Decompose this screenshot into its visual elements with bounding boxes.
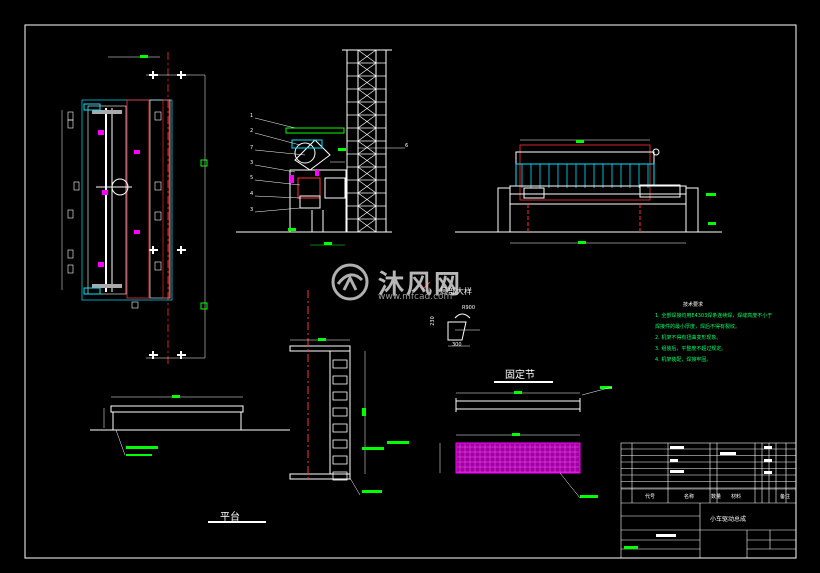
watermark-url: www.mfcad.com [378, 292, 453, 302]
fixed-section-view [439, 381, 613, 499]
callout-number: 2 [250, 128, 254, 134]
platform-title: 平台 [220, 512, 240, 523]
watermark-brand: 沐风网 [378, 269, 463, 300]
tb-header-remark: 备注 [780, 494, 791, 500]
note-line: 1. 全部焊接均用E4303焊条连续焊，焊缝高度不小于 [655, 313, 773, 319]
callout-number: 5 [250, 175, 254, 181]
dimension-radius: R900 [462, 305, 476, 311]
note-line: 3. 组装后，平整度不超过规定。 [655, 346, 727, 352]
technical-notes: 技术要求 1. 全部焊接均用E4303焊条连续焊，焊缝高度不小于 焊接件的最小厚… [655, 300, 772, 366]
tb-header-name: 名称 [684, 494, 695, 500]
title-block-marks [624, 446, 772, 549]
fixed-section-title: 固定节 [505, 370, 535, 381]
ladder-view [289, 290, 409, 496]
callout-number: 4 [250, 191, 254, 197]
callout-number: 6 [405, 143, 409, 149]
front-view [455, 139, 722, 244]
title-block [620, 442, 797, 559]
callout-number: 3 [250, 207, 254, 213]
tb-header-code: 代号 [645, 494, 656, 500]
watermark-logo-icon [331, 263, 369, 301]
drawing-title: 小车驱动总成 [710, 516, 747, 523]
tb-header-qty: 数量 [711, 494, 722, 500]
notes-title: 技术要求 [683, 302, 704, 308]
detail-label: 局部大样 [440, 287, 472, 296]
side-elevation [236, 49, 405, 246]
tb-header-material: 材料 [731, 494, 742, 500]
dimension-300: 300 [452, 342, 462, 348]
callout-number: 1 [250, 113, 254, 119]
callout-number: 3 [250, 160, 254, 166]
detail-section [421, 281, 480, 347]
plan-view [61, 52, 208, 365]
platform-view [90, 395, 290, 523]
note-line: 焊接件的最小厚度，焊后不得有裂纹。 [655, 324, 741, 330]
drawing-border [24, 24, 797, 559]
watermark: 沐风网 [330, 262, 462, 302]
callout-number: 7 [250, 145, 254, 151]
note-line: 4. 机架装配，焊接牢固。 [655, 357, 712, 363]
note-line: 2. 机架不得有扭曲变形现象。 [655, 335, 722, 341]
dimension-230: 230 [429, 316, 436, 326]
